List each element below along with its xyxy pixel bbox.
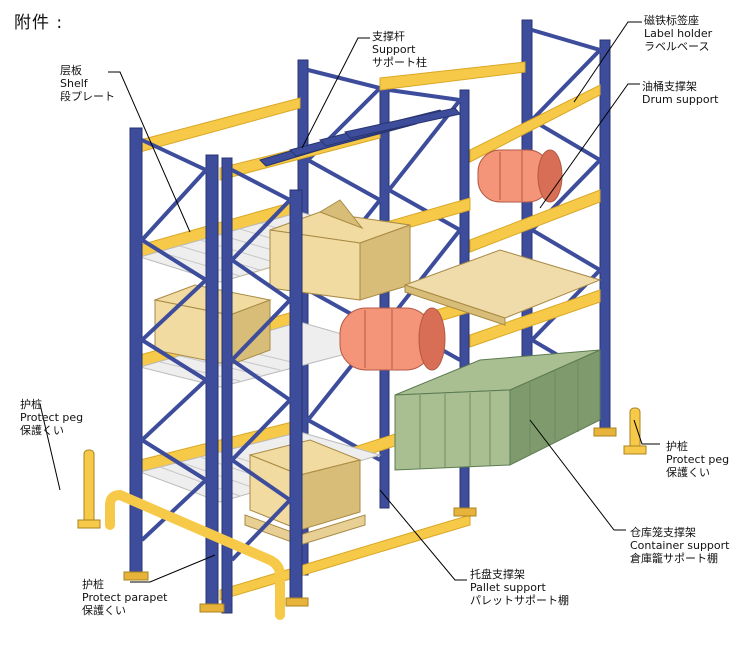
label-en: Container support [630, 539, 730, 552]
front-upright [289, 189, 303, 606]
container [394, 349, 601, 471]
front-upright [221, 157, 233, 614]
label-zh: 护桩 [82, 578, 104, 591]
label-en: Label holder [644, 27, 713, 40]
label-zh: 层板 [60, 64, 82, 77]
label-en: Shelf [60, 77, 88, 90]
label-ja: 保護くい [20, 424, 64, 437]
support-bars [259, 107, 461, 167]
label-en: Protect peg [666, 453, 730, 466]
front-frames [123, 127, 617, 614]
front-upright [129, 127, 143, 579]
label-ja: 倉庫籠サポート棚 [630, 552, 718, 565]
leader-lines [39, 21, 660, 583]
protect-peg-right-label: 护桩 Protect peg 保護くい [666, 440, 729, 479]
label-ja: サポート柱 [372, 56, 427, 69]
label-zh: 支撑杆 [372, 30, 405, 43]
label-zh: 护桩 [666, 440, 688, 453]
protect-parapet-label: 护桩 Protect parapet 保護くい [82, 578, 167, 617]
label-zh: 磁铁标签座 [644, 14, 699, 27]
label-zh: 托盘支撑架 [470, 568, 525, 581]
label-zh: 油桶支撑架 [642, 80, 697, 93]
label-zh: 护桩 [20, 398, 42, 411]
label-ja: 段プレート [60, 90, 115, 103]
shelf-label: 层板 Shelf 段プレート [60, 64, 115, 103]
label-en: Pallet support [470, 581, 546, 594]
protect-peg-left-label: 护桩 Protect peg 保護くい [20, 398, 83, 437]
label-en: Protect parapet [82, 591, 168, 604]
label-ja: 保護くい [82, 604, 126, 617]
label-ja: ラベルベース [644, 40, 710, 53]
label-en: Protect peg [20, 411, 84, 424]
label-en: Support [372, 43, 416, 56]
container-support-label: 仓库笼支撑架 Container support 倉庫籠サポート棚 [630, 526, 729, 565]
page-title: 附件 : [14, 13, 64, 33]
pallet-board [403, 249, 602, 326]
support-label: 支撑杆 Support サポート柱 [372, 30, 427, 69]
pallet-support-label: 托盘支撑架 Pallet support パレットサポート棚 [470, 568, 569, 607]
label-en: Drum support [642, 93, 719, 106]
label-zh: 仓库笼支撑架 [630, 526, 696, 539]
drums [339, 149, 563, 371]
protect-pegs [77, 407, 647, 620]
label-ja: パレットサポート棚 [470, 594, 569, 607]
label-ja: 保護くい [666, 466, 710, 479]
drum-support-label: 油桶支撑架 Drum support [642, 80, 718, 106]
label-holder-label: 磁铁标签座 Label holder ラベルベース [644, 14, 712, 53]
back-upright [599, 39, 611, 436]
